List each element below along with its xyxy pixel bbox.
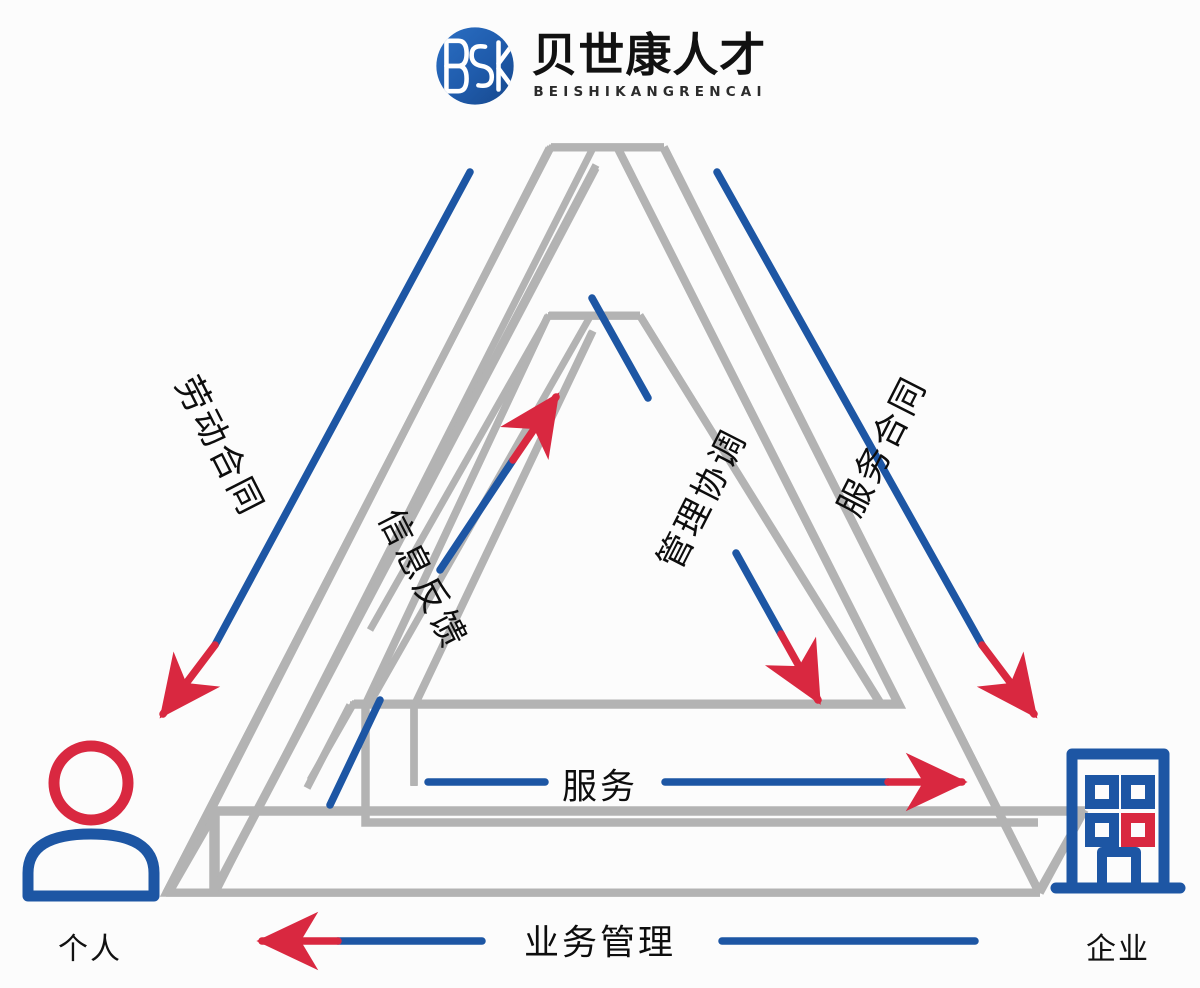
edge-mgmt-coordination-arrow xyxy=(588,294,822,705)
penrose-detail xyxy=(159,143,1089,897)
brand-name-en: BEISHIKANGRENCAI xyxy=(533,83,767,100)
brand-text: 贝世康人才 BEISHIKANGRENCAI xyxy=(531,32,766,100)
brand-logo: 贝世康人才 BEISHIKANGRENCAI xyxy=(0,24,1200,108)
node-label-person: 个人 xyxy=(58,932,122,967)
edge-info-feedback-arrow xyxy=(326,392,560,809)
edge-label-business-mgmt: 业务管理 xyxy=(523,923,677,964)
inner-beam-a xyxy=(366,313,553,632)
edge-label-service: 服务 xyxy=(561,767,639,808)
outer-beam-bl-bevel xyxy=(166,810,220,894)
edge-labor-contract-arrow xyxy=(159,168,474,719)
building-icon xyxy=(1050,740,1186,902)
person-icon xyxy=(20,736,162,904)
brand-name-cn: 贝世康人才 xyxy=(531,28,767,83)
node-label-company: 企业 xyxy=(1086,932,1150,967)
bsk-circle-logo-icon xyxy=(433,24,517,108)
edge-service-contract-arrow xyxy=(713,168,1038,719)
